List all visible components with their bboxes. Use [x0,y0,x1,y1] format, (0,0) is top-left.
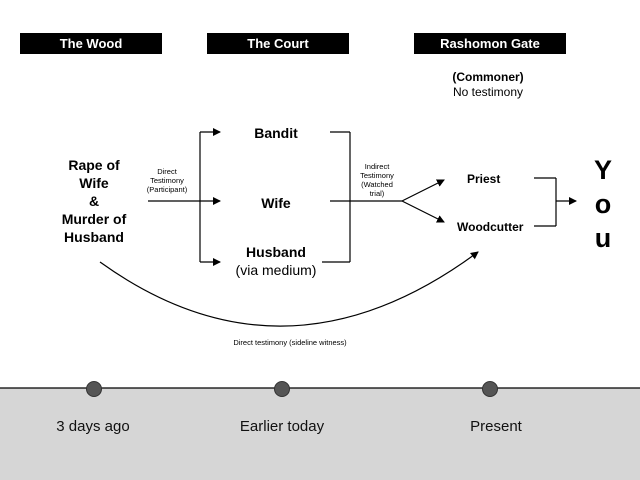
header-rashomon-gate: Rashomon Gate [414,33,566,54]
sideline-curve [99,251,479,327]
timeline-dot [86,381,102,397]
witness-husband: Husband [246,244,306,260]
you-letter: u [594,223,612,253]
event-label: Rape of Wife & Murder of Husband [48,156,140,246]
you-letter: Y [593,155,612,185]
witness-husband-note: (via medium) [235,262,317,278]
direct-testimony-line: Testimony [150,176,184,185]
indirect-testimony-line: trial) [369,189,385,198]
commoner-title: (Commoner) [452,70,524,84]
timeline-dot [274,381,290,397]
arrow-to-priest [401,179,445,202]
direct-testimony-line: Direct [157,167,177,176]
indirect-testimony-line: Testimony [360,171,394,180]
arrow-to-woodcutter [401,200,445,223]
direct-testimony-label: Direct Testimony (Participant) [142,167,192,194]
timeline-label-past: 3 days ago [56,418,130,435]
witness-wife: Wife [261,195,291,211]
timeline-label-present: Present [470,418,522,435]
witness-woodcutter: Woodcutter [457,220,524,234]
header-the-court: The Court [207,33,349,54]
direct-testimony-line: (Participant) [146,185,188,194]
you-letter: o [594,189,612,219]
you-label: Y o u [588,153,618,255]
indirect-testimony-line: (Watched [361,180,393,189]
witness-bandit: Bandit [254,125,298,141]
timeline-band [0,388,640,480]
event-line: & [88,193,100,209]
event-line: Wife [79,175,109,191]
indirect-testimony-label: Indirect Testimony (Watched trial) [354,162,400,198]
timeline-label-earlier: Earlier today [239,418,325,435]
sideline-testimony-label: Direct testimony (sideline witness) [233,338,347,347]
witness-priest: Priest [467,172,501,186]
timeline-dot [482,381,498,397]
header-the-wood: The Wood [20,33,162,54]
event-line: Rape of [68,157,120,173]
indirect-testimony-line: Indirect [364,162,390,171]
commoner-note: No testimony [452,85,524,99]
event-line: Murder of [61,211,127,227]
event-line: Husband [64,229,124,245]
